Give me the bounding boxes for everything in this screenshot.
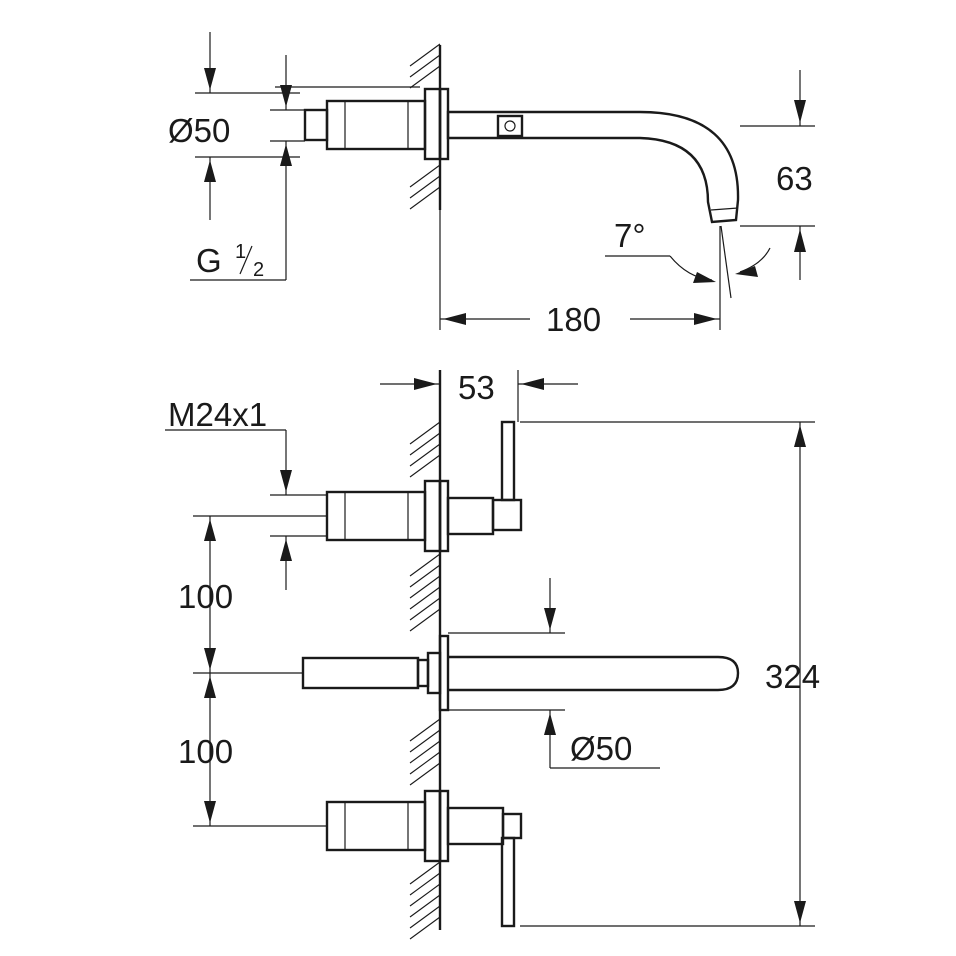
wall-hatch-line (409, 586, 441, 610)
front-view: 53 M24x1 100 100 324 Ø50 (165, 369, 820, 940)
front-spacing-bottom-label: 100 (178, 733, 233, 770)
front-valve-bottom (325, 789, 523, 928)
wall-hatch-line (409, 564, 441, 588)
front-diameter-label: Ø50 (570, 730, 632, 767)
front-arrows (204, 378, 806, 923)
front-valve-top (325, 420, 523, 553)
wall-hatch-line (409, 186, 441, 210)
wall-hatch-line (409, 861, 441, 885)
wall-hatch-line (409, 454, 441, 478)
side-height-label: 63 (776, 160, 813, 197)
wall-hatch-line (409, 597, 441, 621)
front-spacing-top-label: 100 (178, 578, 233, 615)
wall-hatch-line (409, 872, 441, 896)
wall-hatch-line (409, 553, 441, 577)
front-dim-lines (165, 370, 815, 927)
front-spout (301, 634, 740, 712)
side-dim-lines (190, 32, 815, 330)
wall-hatch-line (409, 751, 441, 775)
front-thread-label: M24x1 (168, 396, 267, 433)
front-projection-label: 53 (458, 369, 495, 406)
wall-hatch-line (409, 575, 441, 599)
wall-hatch-line (409, 421, 441, 445)
wall-hatch-line (409, 740, 441, 764)
wall-hatch-line (409, 164, 441, 188)
wall-hatch-line (409, 762, 441, 786)
side-angle-label: 7° (614, 217, 646, 254)
side-arrows (204, 68, 806, 325)
side-spout (438, 87, 740, 224)
wall-hatch-line (409, 894, 441, 918)
wall-hatch-line (409, 54, 441, 78)
wall-hatch-line (409, 175, 441, 199)
wall-hatch-line (409, 43, 441, 67)
wall-hatch-line (409, 443, 441, 467)
wall-hatch-line (409, 916, 441, 940)
side-thread-frac-den: 2 (253, 259, 264, 281)
wall-hatch-line (409, 905, 441, 929)
wall-hatch-line (409, 65, 441, 89)
side-valve-body (303, 87, 442, 161)
front-total-height-label: 324 (765, 658, 820, 695)
wall-hatch-line (409, 718, 441, 742)
side-thread-label: G (196, 242, 222, 279)
wall-hatch-line (409, 432, 441, 456)
side-length-label: 180 (546, 301, 601, 338)
wall-hatch-line (409, 883, 441, 907)
side-view: Ø50 G 1 2 63 7° 180 (168, 32, 815, 338)
side-diameter-label: Ø50 (168, 112, 230, 149)
side-thread-frac-slash (239, 245, 253, 275)
wall-hatch-line (409, 729, 441, 753)
wall-hatch-line (409, 608, 441, 632)
side-thread-frac-num: 1 (235, 241, 246, 263)
